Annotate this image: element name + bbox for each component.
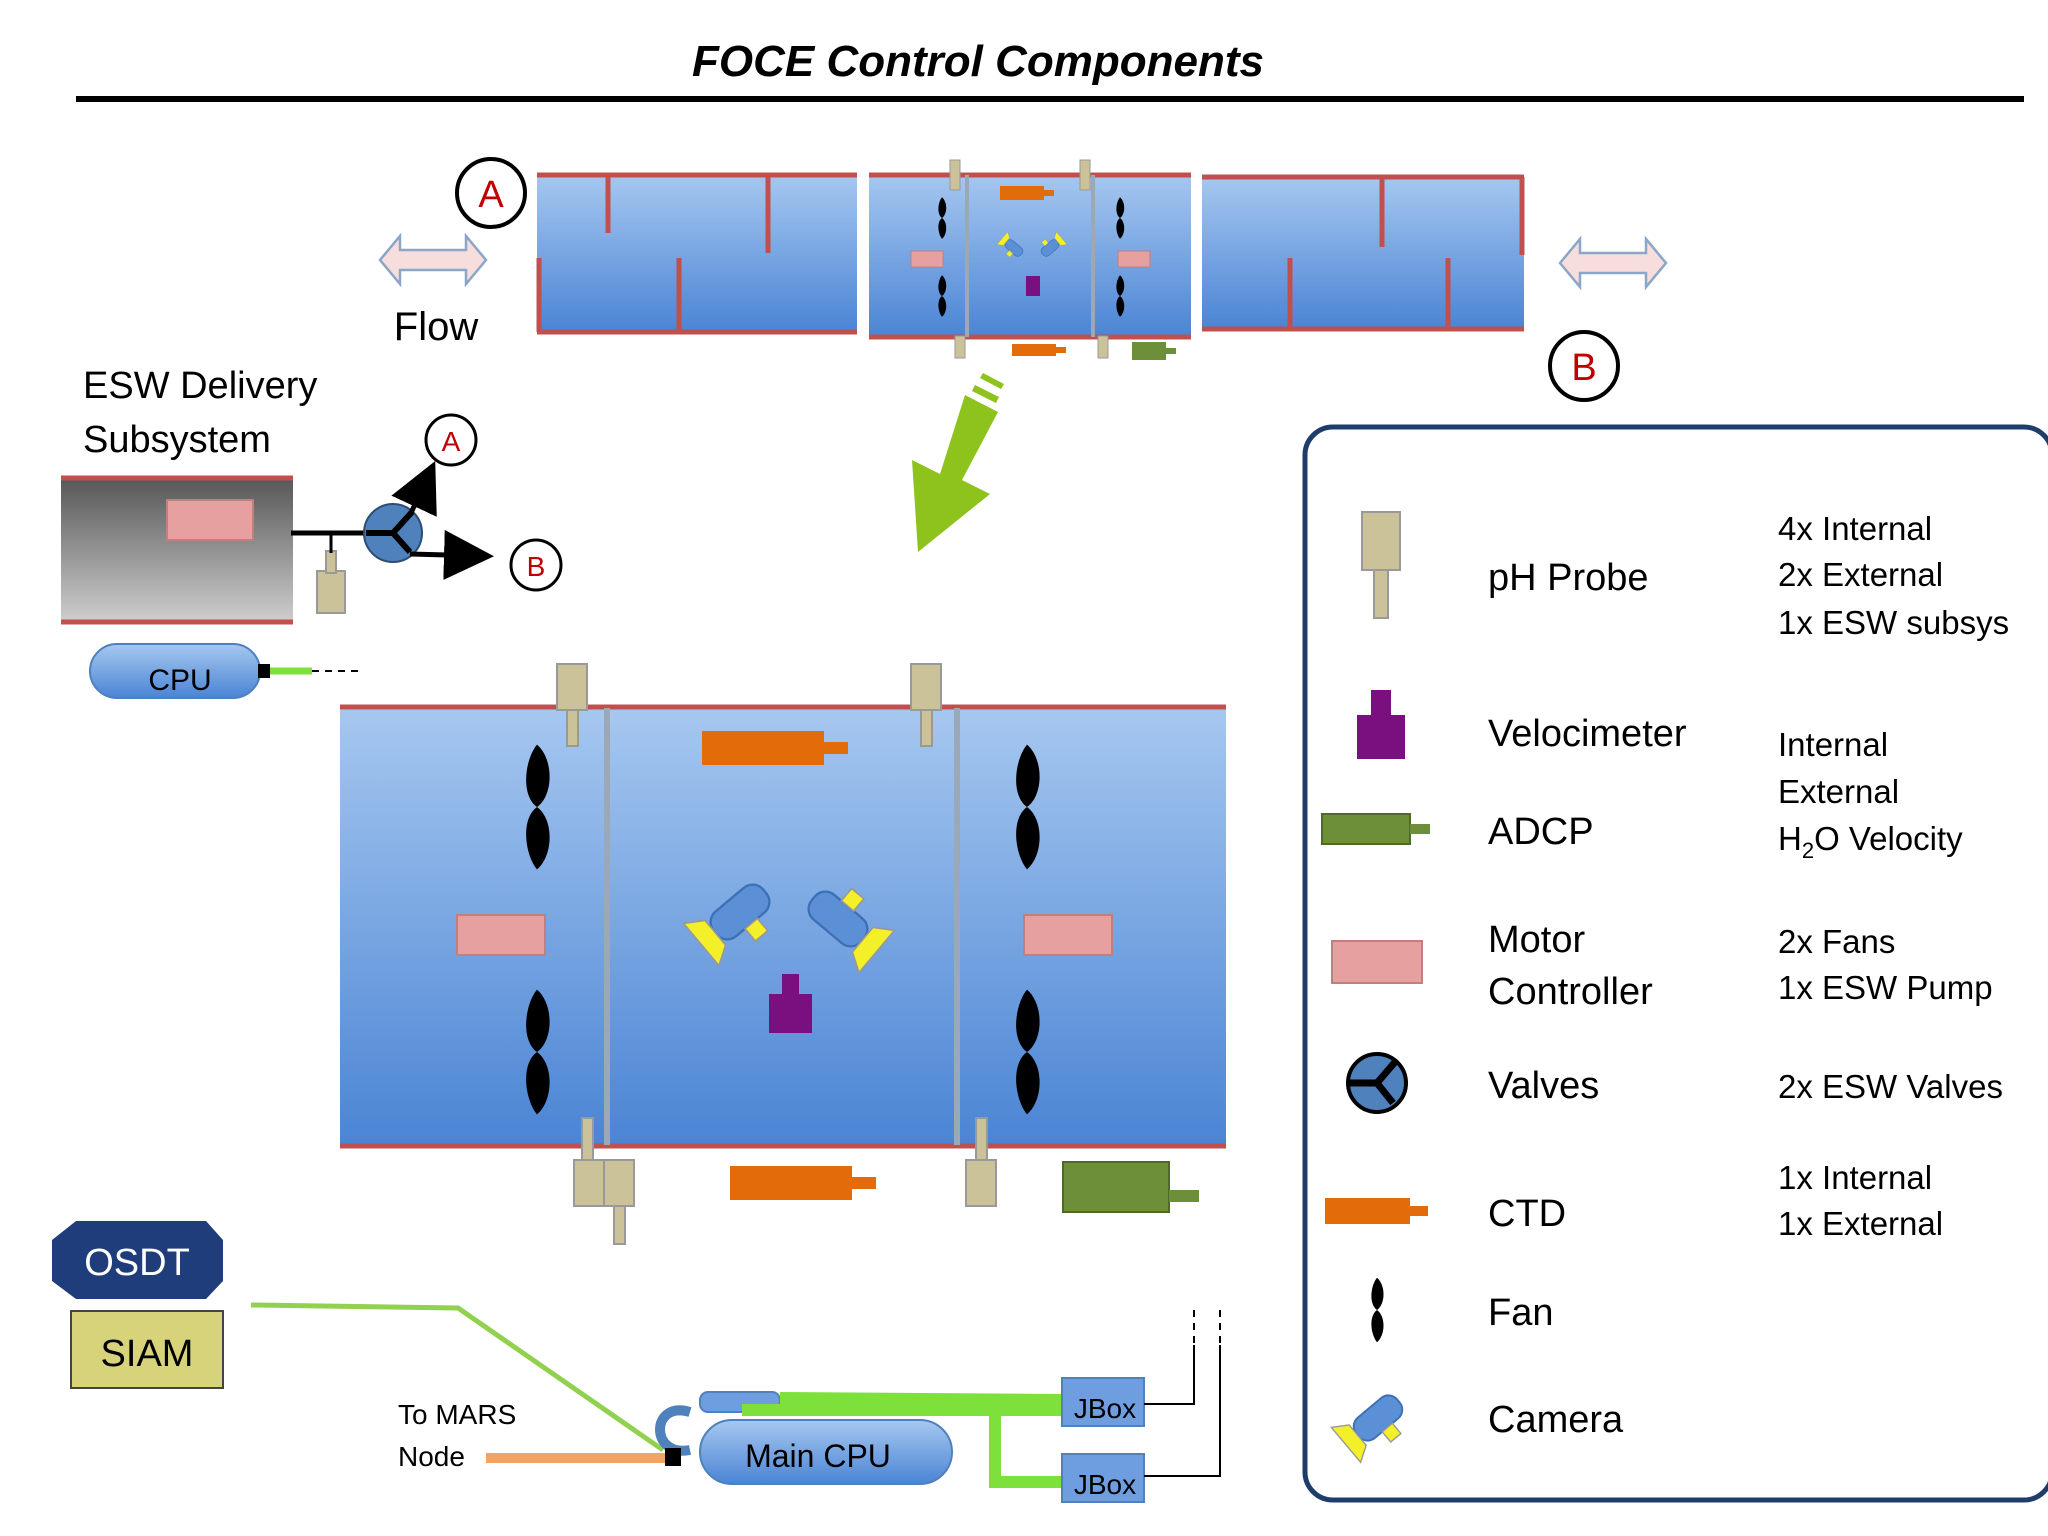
legend-name-adcp: ADCP — [1488, 811, 1594, 853]
legend-name-fan: Fan — [1488, 1292, 1553, 1334]
top-section-right — [1202, 175, 1524, 330]
legend-name-valves: Valves — [1488, 1065, 1599, 1107]
esw-cpu-label: CPU — [148, 664, 211, 697]
legend-detail: 4x Internal — [1778, 510, 1932, 547]
legend-detail: 1x Internal — [1778, 1159, 1932, 1196]
legend-detail: 1x ESW Pump — [1778, 969, 1993, 1006]
marker-a-label: A — [478, 174, 504, 216]
legend-name-ph-probe: pH Probe — [1488, 557, 1649, 599]
legend-detail: 1x External — [1778, 1205, 1943, 1242]
siam-cable — [250, 1302, 665, 1453]
siam-label: SIAM — [101, 1333, 194, 1375]
osdt-label: OSDT — [84, 1242, 190, 1284]
esw-branch-b-arrow — [409, 529, 494, 580]
external-instruments — [573, 1117, 1199, 1245]
ph-probe — [965, 1159, 997, 1207]
esw-branch-a-arrow — [391, 460, 437, 517]
zoom-arrow — [912, 373, 1004, 552]
legend-detail: External — [1778, 773, 1899, 810]
jbox-cables — [742, 1392, 1063, 1488]
page-title: FOCE Control Components — [692, 37, 1264, 86]
main-cpu-label: Main CPU — [745, 1438, 891, 1474]
jbox-1: JBox — [1061, 1377, 1145, 1427]
esw-motor-controller — [166, 499, 254, 541]
mars-label-line1: To MARS — [398, 1399, 516, 1430]
ctd-internal — [702, 731, 824, 765]
legend-detail-subscript: 2 — [1802, 838, 1814, 863]
ph-probe — [573, 1159, 605, 1207]
jbox-2-label: JBox — [1074, 1469, 1136, 1500]
esw-branch-a-label: A — [442, 426, 461, 457]
legend-name-motor-2: Controller — [1488, 971, 1653, 1013]
esw-ph-probe — [316, 570, 346, 614]
esw-branch-a-marker: A — [424, 413, 478, 467]
foce-main-channel — [340, 663, 1226, 1149]
motor-controller-icon — [1331, 940, 1423, 984]
osdt-badge: OSDT — [52, 1221, 223, 1299]
legend-detail: H — [1778, 820, 1802, 857]
legend-name-velocimeter: Velocimeter — [1488, 713, 1687, 755]
legend-detail: 2x External — [1778, 556, 1943, 593]
legend-detail-h2o: H2O Velocity — [1778, 820, 1963, 863]
ph-probe — [556, 663, 588, 711]
top-section-left — [537, 173, 857, 333]
marker-b-top: B — [1548, 330, 1620, 402]
ctd-external — [730, 1166, 852, 1200]
adcp-external — [1062, 1161, 1170, 1213]
flow-label: Flow — [394, 305, 479, 349]
jbox-1-label: JBox — [1074, 1393, 1136, 1424]
marker-a-top: A — [455, 157, 527, 229]
legend-panel: pH Probe 4x Internal 2x External 1x ESW … — [1302, 424, 2048, 1503]
marker-b-label: B — [1571, 347, 1596, 389]
motor-controller-right — [1023, 914, 1113, 956]
legend-detail: 2x Fans — [1778, 923, 1895, 960]
jbox-leads — [1144, 1310, 1221, 1477]
valve-icon — [1346, 1052, 1408, 1114]
legend-detail: 1x ESW subsys — [1778, 604, 2009, 641]
esw-cpu: CPU — [89, 643, 362, 699]
legend-name-ctd: CTD — [1488, 1193, 1566, 1235]
siam-box: SIAM — [70, 1310, 224, 1389]
legend-name-camera: Camera — [1488, 1399, 1624, 1441]
esw-branch-b-label: B — [527, 551, 546, 582]
legend-name-motor-1: Motor — [1488, 919, 1585, 961]
legend-detail: 2x ESW Valves — [1778, 1068, 2003, 1105]
velocimeter-internal — [769, 994, 812, 1033]
esw-tank — [61, 475, 293, 625]
velocimeter-icon — [1357, 715, 1405, 759]
jbox-2: JBox — [1061, 1453, 1145, 1503]
mars-label-line2: Node — [398, 1441, 465, 1472]
flow-arrow-left — [378, 232, 488, 288]
esw-label-line2: Subsystem — [83, 419, 271, 461]
main-cpu: Main CPU — [655, 1391, 953, 1485]
ph-probe-icon — [1361, 511, 1401, 571]
ph-probe — [603, 1159, 635, 1207]
legend-detail: Internal — [1778, 726, 1888, 763]
motor-controller-left — [456, 914, 546, 956]
esw-label-line1: ESW Delivery — [83, 365, 317, 407]
top-channel-overview — [536, 159, 1525, 360]
ph-probe — [910, 663, 942, 711]
esw-branch-b-marker: B — [509, 538, 563, 592]
ctd-icon — [1325, 1198, 1410, 1224]
legend-detail: O Velocity — [1814, 820, 1963, 857]
adcp-icon — [1321, 813, 1411, 845]
flow-arrow-right — [1558, 235, 1668, 291]
